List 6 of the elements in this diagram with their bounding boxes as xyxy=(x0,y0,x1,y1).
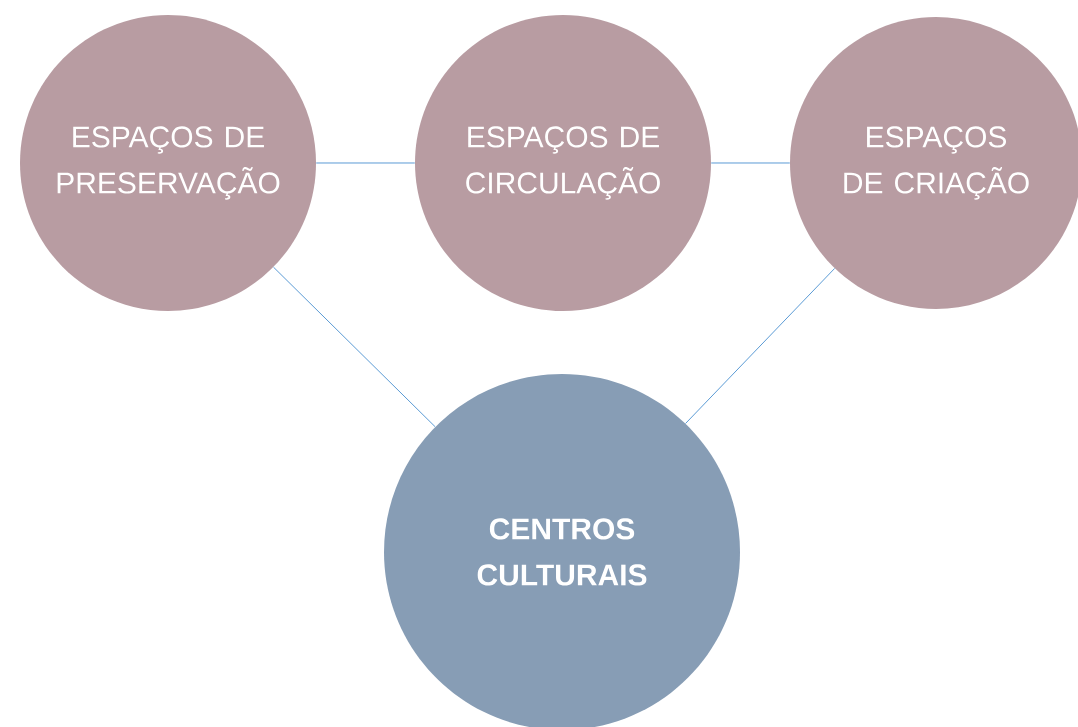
connector-line xyxy=(685,267,836,425)
connector-line xyxy=(272,266,436,428)
circle-node: ESPAÇOS DE PRESERVAÇÃO xyxy=(20,15,316,311)
circle-node: ESPAÇOS DE CIRCULAÇÃO xyxy=(415,15,711,311)
connector-line xyxy=(315,162,416,164)
connector-line xyxy=(710,162,791,164)
